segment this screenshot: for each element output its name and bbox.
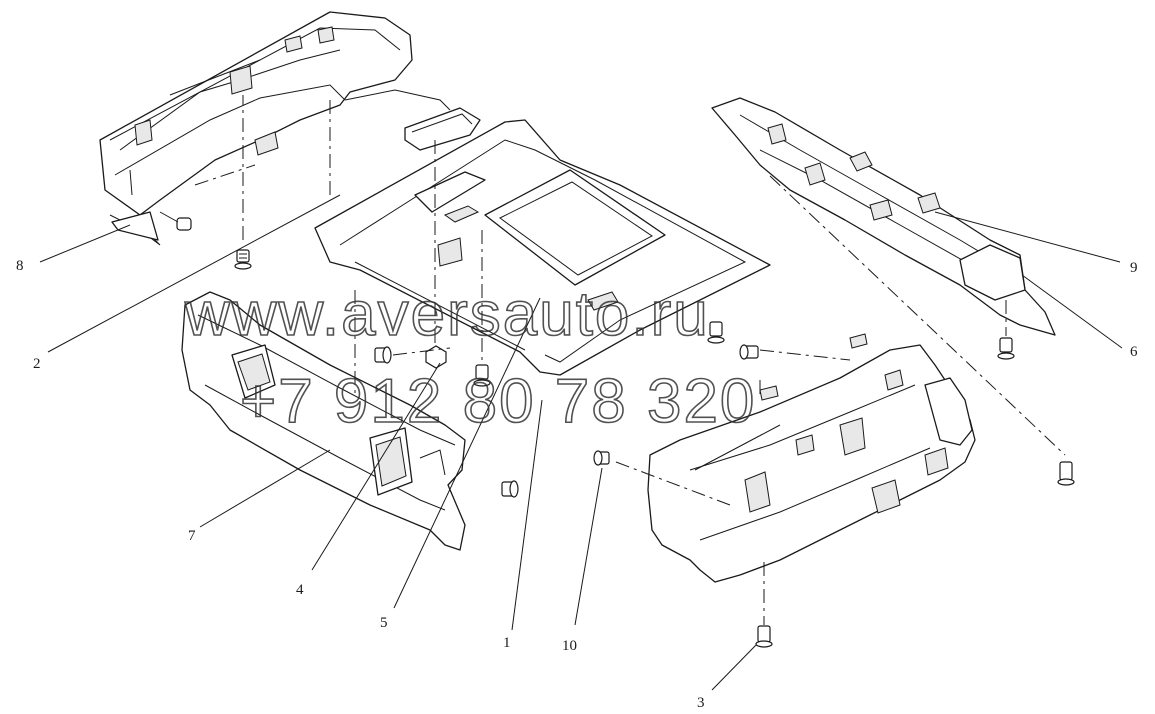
callout-10: 10 bbox=[562, 638, 577, 654]
screw-icon bbox=[707, 321, 725, 344]
callout-4: 4 bbox=[296, 582, 304, 598]
fasteners bbox=[159, 211, 1075, 648]
callout-6: 6 bbox=[1130, 344, 1138, 360]
screw-icon bbox=[501, 480, 519, 498]
screw-icon bbox=[374, 346, 392, 364]
roof-headliner-panel bbox=[314, 107, 771, 376]
screw-icon bbox=[755, 625, 773, 648]
left-rear-trim-panel bbox=[99, 11, 451, 246]
callout-8: 8 bbox=[16, 258, 24, 274]
screw-icon bbox=[593, 450, 610, 466]
left-lower-trim-panel bbox=[181, 291, 466, 551]
screw-icon bbox=[739, 344, 759, 360]
callout-2: 2 bbox=[33, 356, 41, 372]
callout-5: 5 bbox=[380, 615, 388, 631]
leader-lines bbox=[39, 194, 1123, 691]
watermark-phone: +7 912 80 78 320 bbox=[240, 367, 756, 436]
nut-icon bbox=[425, 345, 447, 369]
watermark-site: www.aversauto.ru bbox=[184, 280, 710, 349]
right-rear-trim-panel bbox=[711, 97, 1056, 336]
callout-1: 1 bbox=[503, 635, 511, 651]
right-lower-trim-panel bbox=[647, 333, 976, 583]
assembly-lines bbox=[194, 95, 1066, 625]
screw-icon bbox=[997, 337, 1015, 360]
screw-icon bbox=[473, 364, 491, 387]
callout-7: 7 bbox=[188, 528, 196, 544]
screw-icon bbox=[234, 249, 252, 270]
screw-icon bbox=[1057, 461, 1075, 486]
callout-labels: 1 2 3 4 5 6 7 8 9 10 bbox=[16, 258, 1138, 711]
watermark: www.aversauto.ru +7 912 80 78 320 bbox=[183, 279, 756, 437]
screw-icon bbox=[159, 211, 192, 231]
callout-9: 9 bbox=[1130, 260, 1138, 276]
callout-3: 3 bbox=[697, 695, 705, 711]
